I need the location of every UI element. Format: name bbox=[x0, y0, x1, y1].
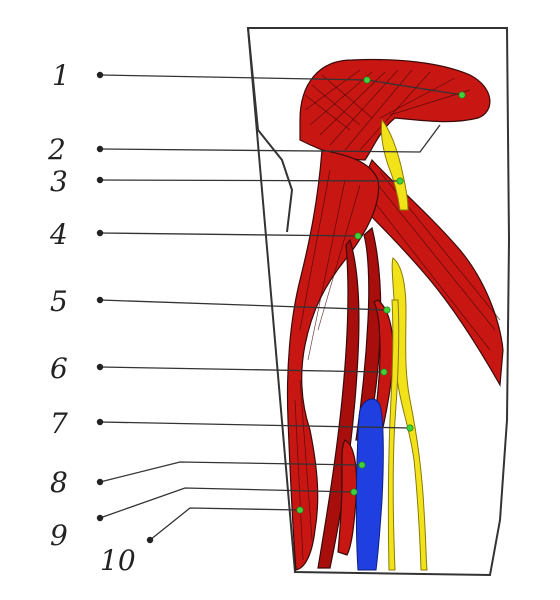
label-5: 5 bbox=[50, 285, 68, 318]
label-4: 4 bbox=[49, 218, 68, 251]
marker-10 bbox=[296, 506, 304, 514]
marker-1b bbox=[458, 91, 466, 99]
number-labels: 1 2 3 4 5 6 7 8 9 10 bbox=[47, 59, 136, 577]
label-10: 10 bbox=[100, 544, 136, 577]
leader-6 bbox=[99, 366, 385, 373]
leader-7 bbox=[99, 421, 411, 429]
target-markers bbox=[296, 76, 466, 514]
leader-dots bbox=[96, 71, 154, 544]
leader-5 bbox=[99, 299, 388, 311]
label-8: 8 bbox=[50, 466, 68, 499]
leader-1b bbox=[366, 79, 463, 96]
label-1: 1 bbox=[52, 59, 70, 92]
vein-main bbox=[355, 398, 384, 571]
muscle-4 bbox=[286, 149, 380, 571]
label-3: 3 bbox=[50, 165, 68, 198]
marker-1 bbox=[363, 76, 371, 84]
marker-4 bbox=[354, 232, 362, 240]
label-2: 2 bbox=[47, 133, 66, 166]
nerve bbox=[380, 118, 428, 571]
leader-2 bbox=[99, 124, 441, 153]
leader-9 bbox=[99, 487, 355, 519]
muscle-10 bbox=[317, 238, 360, 569]
marker-8 bbox=[358, 461, 366, 469]
leader-8 bbox=[99, 461, 363, 483]
limb-outline bbox=[246, 27, 511, 577]
leader-3 bbox=[99, 179, 401, 182]
muscles bbox=[286, 58, 504, 571]
marker-3 bbox=[396, 177, 404, 185]
marker-6 bbox=[380, 368, 388, 376]
marker-5 bbox=[383, 306, 391, 314]
nerve-upper bbox=[380, 118, 409, 211]
leader-1 bbox=[99, 74, 368, 81]
leader-10 bbox=[149, 507, 301, 541]
marker-9 bbox=[350, 488, 358, 496]
leader-4 bbox=[99, 232, 359, 237]
label-9: 9 bbox=[50, 519, 68, 552]
label-7: 7 bbox=[50, 407, 68, 440]
leader-lines bbox=[99, 74, 463, 541]
nerve-branch bbox=[387, 299, 400, 571]
muscle-1-fibers bbox=[304, 69, 471, 151]
vein bbox=[355, 398, 384, 571]
muscle-diagonal bbox=[354, 158, 504, 387]
marker-7 bbox=[406, 424, 414, 432]
label-6: 6 bbox=[50, 352, 68, 385]
muscle-4-fibers bbox=[294, 169, 361, 561]
